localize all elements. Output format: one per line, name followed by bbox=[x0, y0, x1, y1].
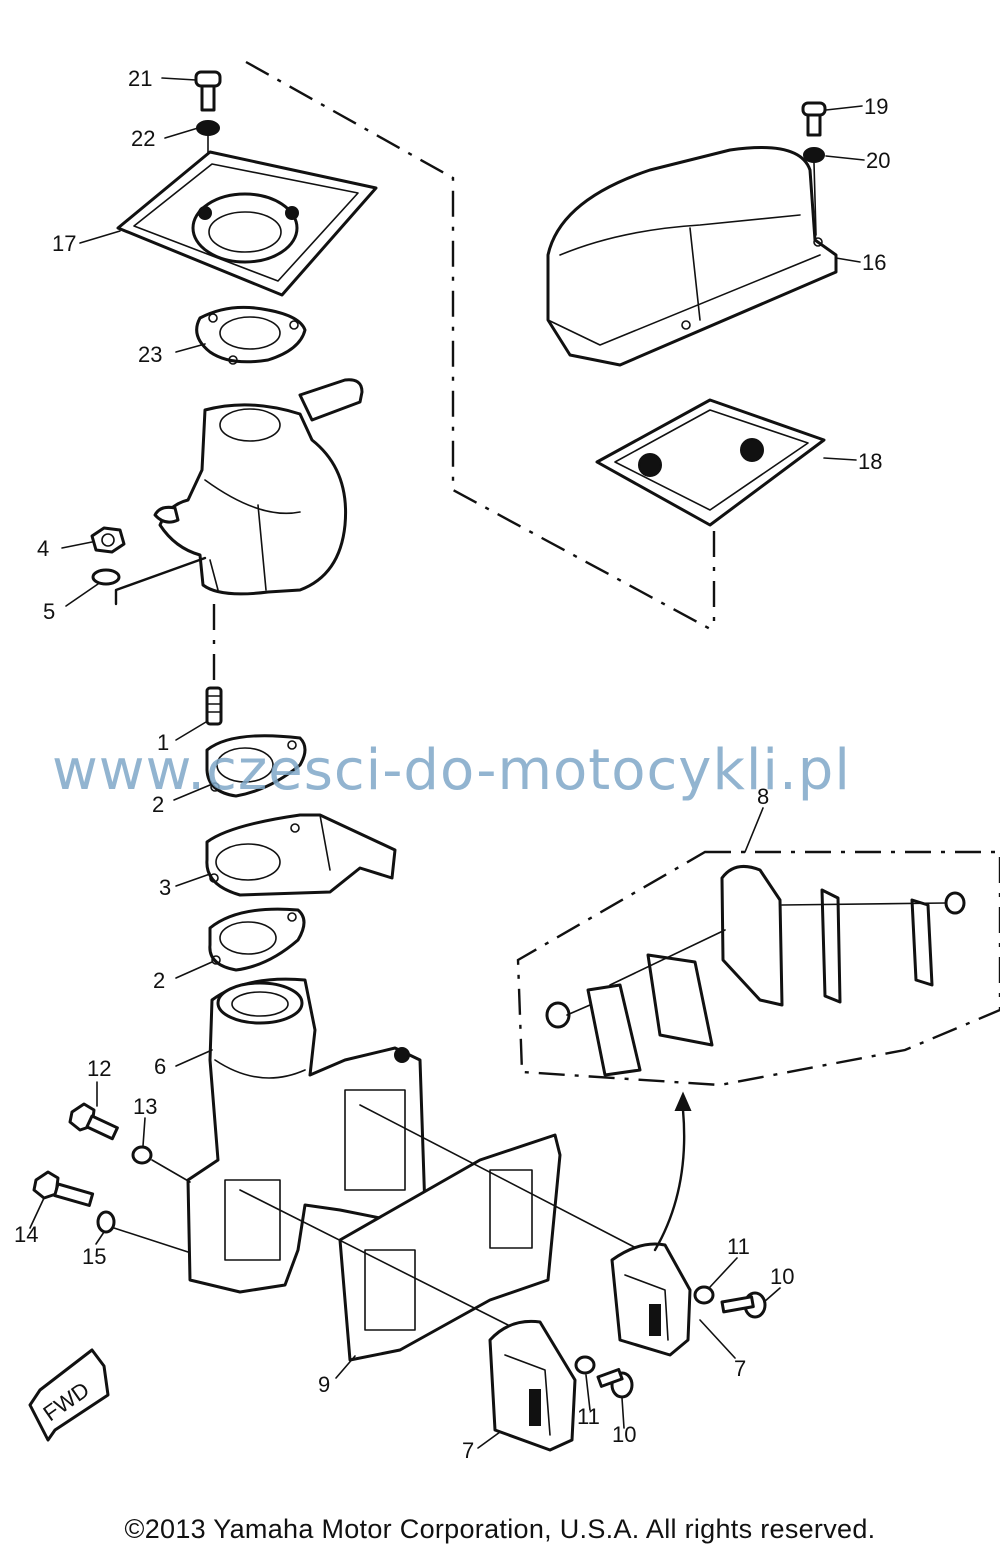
callout-2-upper: 2 bbox=[152, 792, 164, 817]
bolt-10-right bbox=[720, 1291, 767, 1319]
gasket-2-upper bbox=[205, 734, 307, 798]
callout-21: 21 bbox=[128, 66, 152, 91]
fwd-direction-arrow: FWD bbox=[28, 1348, 110, 1442]
washer-15 bbox=[96, 1210, 116, 1234]
callout-18: 18 bbox=[858, 449, 882, 474]
bolt-10-lower bbox=[596, 1367, 634, 1399]
callout-10-right: 10 bbox=[770, 1264, 794, 1289]
callout-23: 23 bbox=[138, 342, 162, 367]
washer-11-right bbox=[693, 1285, 715, 1305]
copyright-notice: ©2013 Yamaha Motor Corporation, U.S.A. A… bbox=[124, 1514, 876, 1544]
arrow-head bbox=[674, 1091, 692, 1111]
callout-19: 19 bbox=[864, 94, 888, 119]
filter-element-18 bbox=[595, 398, 826, 527]
callout-4: 4 bbox=[37, 536, 49, 561]
callout-20: 20 bbox=[866, 148, 890, 173]
washer-11-lower bbox=[574, 1355, 596, 1375]
intake-manifold-6 bbox=[186, 977, 427, 1294]
spacer-3 bbox=[205, 813, 397, 897]
callout-9: 9 bbox=[318, 1372, 330, 1397]
washer-5 bbox=[91, 568, 121, 586]
callout-2-lower: 2 bbox=[153, 968, 165, 993]
carburetor bbox=[153, 378, 364, 596]
bolt-21 bbox=[194, 70, 222, 112]
callout-leaders bbox=[29, 77, 865, 1449]
nut-4 bbox=[90, 526, 126, 554]
gasket-23 bbox=[195, 305, 307, 365]
callout-14: 14 bbox=[14, 1222, 38, 1247]
alignment-line-lower bbox=[239, 1189, 509, 1326]
callout-16: 16 bbox=[862, 250, 886, 275]
reed-assembly-group-8 bbox=[516, 850, 1000, 1087]
watermark-url: www.czesci-do-motocykli.pl bbox=[52, 738, 851, 803]
screw-19-axis bbox=[813, 162, 817, 236]
callout-1: 1 bbox=[157, 730, 169, 755]
callout-7-lower: 7 bbox=[462, 1438, 474, 1463]
gasket-9 bbox=[338, 1133, 562, 1362]
callout-13: 13 bbox=[133, 1094, 157, 1119]
bolt-12 bbox=[68, 1102, 119, 1141]
reed-valve-7-right bbox=[610, 1242, 692, 1357]
callout-22: 22 bbox=[131, 126, 155, 151]
assembly-boundary-line bbox=[245, 60, 715, 633]
callout-6: 6 bbox=[154, 1054, 166, 1079]
gasket-2-lower bbox=[208, 907, 306, 972]
callout-5: 5 bbox=[43, 599, 55, 624]
bolt-14 bbox=[32, 1170, 95, 1207]
callout-12: 12 bbox=[87, 1056, 111, 1081]
reed-valve-7-lower bbox=[488, 1319, 577, 1452]
callout-11-right: 11 bbox=[727, 1234, 750, 1259]
callout-8: 8 bbox=[757, 784, 769, 809]
washer-22 bbox=[196, 120, 220, 136]
group-8-pointer-arrow bbox=[653, 1108, 686, 1252]
washer-15-leader bbox=[113, 1227, 189, 1253]
silencer-cover-16 bbox=[546, 146, 838, 367]
washer-13-leader bbox=[151, 1159, 191, 1183]
silencer-base-17 bbox=[116, 150, 378, 297]
callout-15: 15 bbox=[82, 1244, 106, 1269]
reed-assembly-exploded bbox=[545, 864, 966, 1077]
washer-13 bbox=[131, 1145, 153, 1165]
stud-bolt-1 bbox=[205, 686, 223, 726]
callout-17: 17 bbox=[52, 231, 76, 256]
callout-10-lower: 10 bbox=[612, 1422, 636, 1447]
alignment-line-upper bbox=[359, 1104, 641, 1251]
callout-7-right: 7 bbox=[734, 1356, 746, 1381]
callout-3: 3 bbox=[159, 875, 171, 900]
screw-19 bbox=[801, 101, 827, 137]
callout-11-lower: 11 bbox=[577, 1404, 600, 1429]
washer-20 bbox=[803, 147, 825, 163]
nut-stud-leader bbox=[114, 556, 207, 606]
